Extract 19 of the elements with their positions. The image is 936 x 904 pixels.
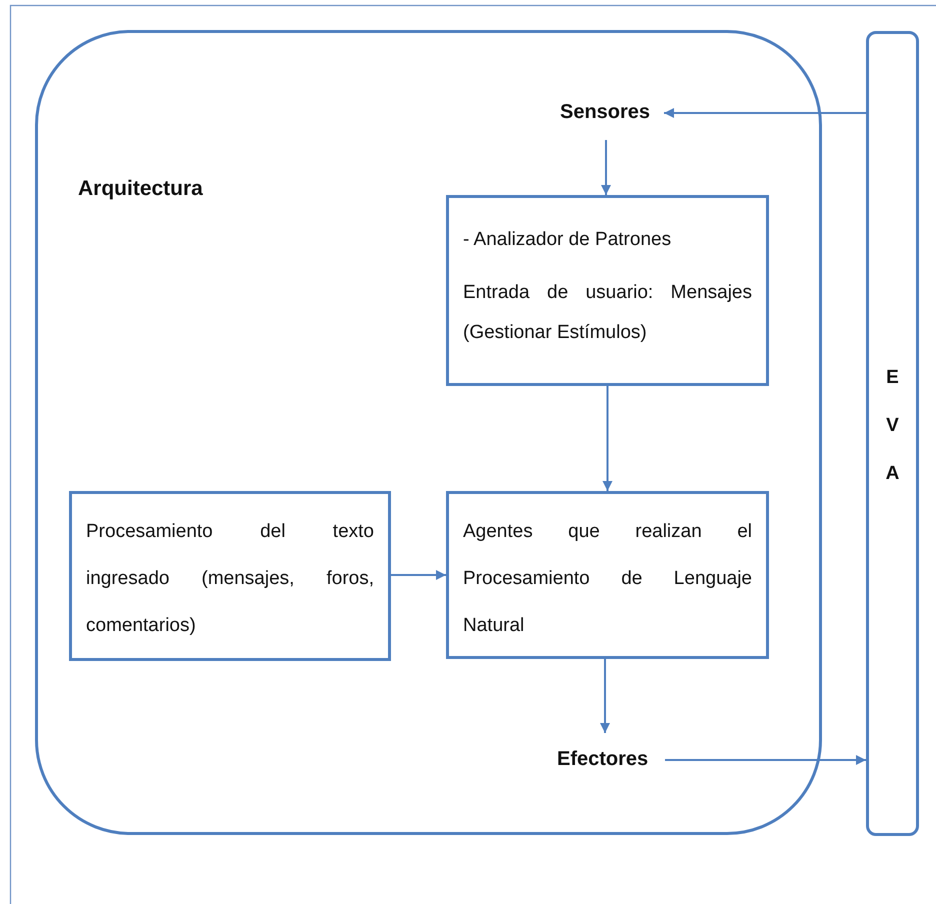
box-text: - Analizador de Patrones	[463, 228, 672, 252]
box-text: Entrada de usuario: Mensajes (Gestionar Estímulos)	[463, 281, 752, 345]
process-box	[446, 195, 769, 386]
arrow	[600, 659, 610, 733]
box-text: Procesamiento del texto ingresado (mensajes, foros, comentarios)	[86, 520, 374, 638]
arrow	[665, 755, 866, 765]
node-label: E V A	[884, 366, 900, 486]
arrow	[391, 570, 446, 580]
arrow	[601, 140, 611, 195]
node-label: Sensores	[560, 101, 650, 124]
eva-band	[866, 31, 919, 836]
title-heading: Arquitectura	[78, 177, 203, 201]
box-text: Agentes que realizan el Procesamiento de Lenguaje Natural	[463, 520, 752, 638]
arrow	[664, 108, 866, 118]
arrow	[602, 386, 612, 491]
process-box	[69, 491, 391, 661]
node-label: Efectores	[557, 748, 648, 771]
process-box	[446, 491, 769, 659]
architecture-container	[35, 30, 822, 835]
